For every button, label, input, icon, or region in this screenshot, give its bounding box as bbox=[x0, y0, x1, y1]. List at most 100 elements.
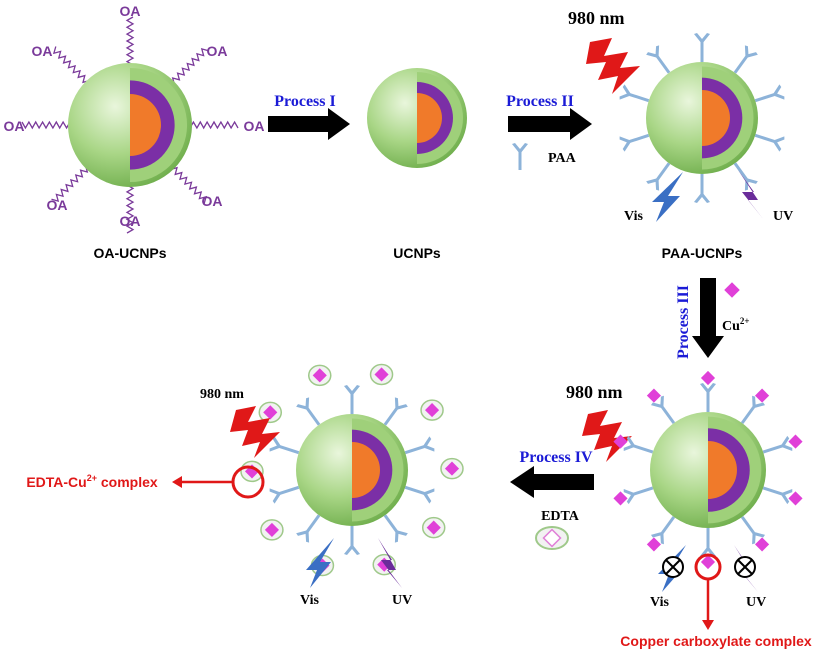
cu-ion bbox=[424, 403, 440, 418]
cu-ion bbox=[426, 520, 441, 535]
uv-label: UV bbox=[773, 209, 793, 224]
paa-ligand bbox=[694, 33, 710, 62]
edta-complex-highlight bbox=[231, 465, 265, 499]
cu-ion bbox=[312, 368, 327, 383]
process-3-arrow bbox=[692, 278, 724, 358]
cu-ion-icon bbox=[724, 282, 740, 298]
laser-bolt-icon bbox=[586, 38, 640, 94]
process-4-arrow bbox=[510, 466, 594, 498]
ligand-stem bbox=[740, 406, 756, 424]
paa-ligand bbox=[404, 436, 435, 455]
ligand-stem bbox=[404, 445, 425, 455]
oa-label: OA bbox=[120, 3, 141, 19]
paa-ligand bbox=[650, 395, 676, 424]
oa-chain bbox=[51, 165, 89, 203]
cu-ion bbox=[788, 434, 803, 449]
paa-ligand bbox=[269, 485, 300, 504]
paa-ligand bbox=[623, 486, 654, 505]
particle-core bbox=[352, 442, 380, 498]
edta-label: EDTA bbox=[541, 509, 580, 524]
vis-label-3: Vis bbox=[300, 593, 319, 608]
ligand-stem bbox=[762, 444, 783, 454]
oa-chain bbox=[189, 120, 239, 130]
paa-ligand bbox=[740, 395, 766, 424]
paa-ligand bbox=[383, 397, 408, 426]
ligand-head bbox=[752, 395, 766, 409]
ligand-stem bbox=[633, 486, 654, 496]
paa-ligand bbox=[700, 383, 716, 412]
oa-chain bbox=[21, 120, 71, 130]
oa-label: OA bbox=[32, 43, 53, 59]
cu-label: Cu2+ bbox=[722, 316, 750, 334]
uv-bolt-icon bbox=[738, 170, 764, 220]
ligand-stem bbox=[740, 516, 756, 534]
paa-ligand bbox=[650, 516, 676, 545]
particle-core bbox=[130, 94, 161, 156]
paa-ligand bbox=[700, 528, 716, 557]
paa-ligand-icon bbox=[510, 141, 530, 172]
cu-ion bbox=[755, 388, 770, 403]
particle-core bbox=[708, 441, 737, 499]
process-1-label: Process I bbox=[274, 93, 335, 110]
paa-ligand bbox=[619, 133, 650, 152]
oa-label: OA bbox=[207, 43, 228, 59]
paa-ligand bbox=[623, 435, 654, 454]
cu-ion bbox=[264, 522, 280, 537]
ligand-stem bbox=[660, 406, 676, 424]
ucnp-particle bbox=[367, 68, 467, 168]
process-3-label: Process III bbox=[675, 285, 692, 359]
edta-complex-caption: EDTA-Cu2+ complex bbox=[26, 473, 158, 490]
laser-bolt-icon-3 bbox=[230, 406, 280, 458]
ligand-stem bbox=[762, 486, 783, 496]
process-2-arrow bbox=[508, 108, 592, 140]
ligand-head bbox=[296, 529, 310, 543]
ligand-stem bbox=[404, 485, 425, 495]
cu-ion bbox=[755, 537, 770, 552]
ligand-head bbox=[744, 45, 758, 59]
process-2-label: Process II bbox=[506, 93, 574, 110]
ligand-stem bbox=[733, 55, 748, 74]
paa-ligand bbox=[344, 526, 360, 555]
paa-ligand bbox=[740, 516, 766, 545]
oa-chain bbox=[52, 46, 90, 84]
ligand-stem bbox=[754, 93, 775, 103]
ligand-stem bbox=[754, 133, 775, 143]
ligand-head bbox=[269, 488, 282, 504]
ligand-head bbox=[619, 84, 632, 100]
ligand-stem bbox=[633, 444, 654, 454]
cu-ion bbox=[444, 461, 460, 476]
paa-ligand bbox=[754, 84, 785, 103]
ligand-head bbox=[296, 397, 310, 411]
ligand-head bbox=[646, 45, 660, 59]
vis-label-2: Vis bbox=[650, 595, 669, 610]
paa-ligand bbox=[269, 436, 300, 455]
ligand-head bbox=[780, 488, 793, 505]
paa-ligand bbox=[733, 45, 758, 74]
paa-ligand bbox=[733, 162, 758, 191]
ligand-head bbox=[752, 531, 766, 545]
ligand-stem bbox=[383, 407, 398, 426]
uv-label-3: UV bbox=[392, 593, 412, 608]
vis-bolt-icon-3 bbox=[306, 538, 334, 588]
oa-chain bbox=[125, 184, 135, 234]
paa-ligand bbox=[646, 162, 671, 191]
copper-complex-highlight bbox=[694, 553, 722, 581]
ligand-head bbox=[344, 385, 360, 396]
oa-chain bbox=[170, 166, 208, 204]
laser-980-label-2: 980 nm bbox=[566, 382, 623, 402]
uv-label-2: UV bbox=[746, 595, 766, 610]
paa-ligand bbox=[296, 514, 321, 543]
cu-ion bbox=[788, 491, 803, 506]
ligand-head bbox=[394, 397, 408, 411]
ligand-head bbox=[646, 177, 660, 191]
ligand-stem bbox=[306, 514, 321, 533]
ligand-head bbox=[694, 192, 710, 203]
ligand-stem bbox=[279, 445, 300, 455]
paa-label: PAA bbox=[548, 151, 577, 166]
blocked-uv-icon bbox=[734, 556, 756, 578]
ligand-head bbox=[269, 436, 282, 452]
oa-label: OA bbox=[202, 193, 223, 209]
ligand-head bbox=[780, 435, 793, 452]
paa-ligand bbox=[344, 385, 360, 414]
